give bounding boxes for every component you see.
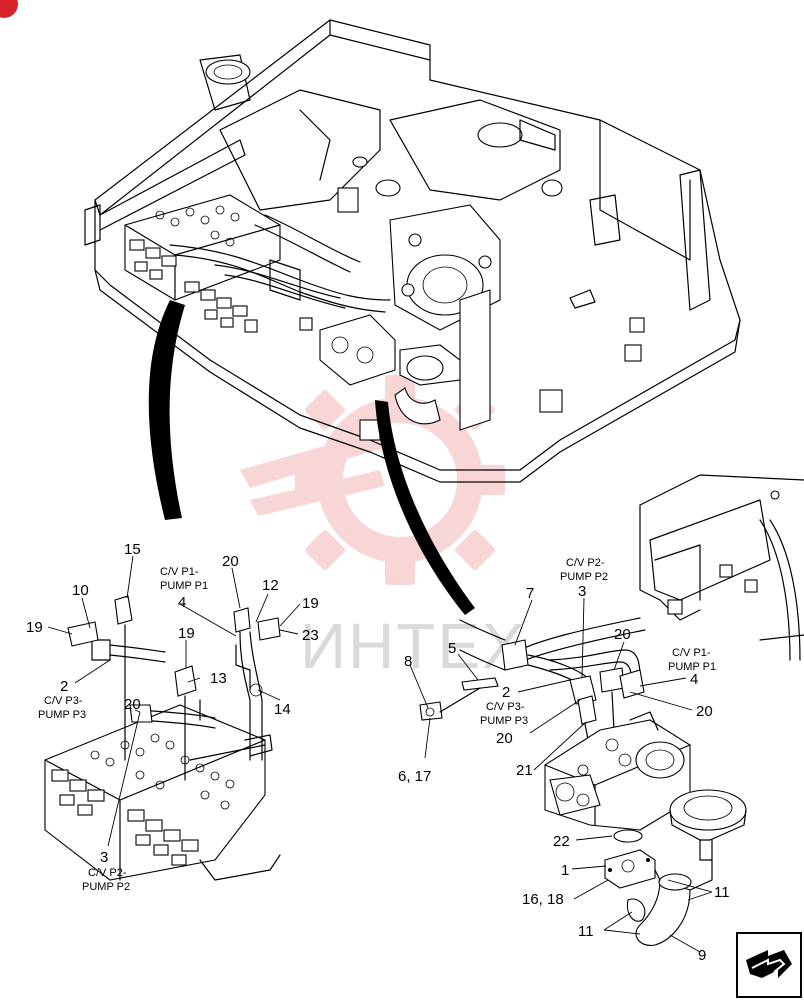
callout-20-right-left: 20 [496, 730, 513, 747]
callout-19-right: 19 [302, 595, 319, 612]
note-cvp3-left-line1: C/V P3- [44, 695, 83, 707]
note-cvp1-right-line1: C/V P1- [672, 647, 711, 659]
callout-14: 14 [274, 701, 291, 718]
note-cvp1-left-line1: C/V P1- [160, 566, 199, 578]
right-pump-detail [419, 474, 804, 946]
callout-23: 23 [302, 627, 319, 644]
callout-2-right: 2 [502, 684, 510, 701]
callout-3-right: 3 [578, 583, 586, 600]
note-cvp3-right-line1: C/V P3- [486, 701, 525, 713]
callout-20-left: 20 [124, 696, 141, 713]
note-cvp1-right-line2: PUMP P1 [668, 661, 716, 673]
right-sweep-arrow [375, 400, 475, 615]
note-cvp3-left-line2: PUMP P3 [38, 709, 86, 721]
callout-20-top: 20 [222, 553, 239, 570]
callout-1: 1 [561, 862, 569, 879]
note-cvp3-right-line2: PUMP P3 [480, 715, 528, 727]
callout-20-right-top: 20 [614, 626, 631, 643]
callout-3-left: 3 [100, 849, 108, 866]
callout-20-right-bottom: 20 [696, 703, 713, 720]
callout-21: 21 [516, 762, 533, 779]
callout-12: 12 [262, 577, 279, 594]
callout-6-17: 6, 17 [398, 768, 431, 785]
left-control-valve-detail [44, 595, 281, 881]
upper-frame-assembly [84, 19, 741, 483]
callout-10: 10 [72, 582, 89, 599]
callout-19-left: 19 [26, 619, 43, 636]
callout-19-mid: 19 [178, 625, 195, 642]
callout-8: 8 [404, 653, 412, 670]
next-page-arrow-icon [746, 950, 792, 978]
callout-labels: 15 10 19 2 20 19 13 4 20 12 19 23 14 3 8… [26, 541, 730, 964]
callout-4-right: 4 [690, 671, 698, 688]
callout-13: 13 [210, 670, 227, 687]
port-notes: C/V P1- PUMP P1 C/V P3- PUMP P3 C/V P2- … [38, 557, 716, 893]
callout-11-right: 11 [714, 884, 730, 901]
note-cvp1-left-line2: PUMP P1 [160, 580, 208, 592]
callout-11-left: 11 [578, 923, 594, 940]
note-cvp2-left-line2: PUMP P2 [82, 881, 130, 893]
callout-9: 9 [698, 947, 706, 964]
callout-22: 22 [553, 833, 570, 850]
note-cvp2-right-line2: PUMP P2 [560, 571, 608, 583]
callout-7: 7 [526, 585, 534, 602]
callout-16-18: 16, 18 [522, 891, 564, 908]
left-sweep-arrow [148, 300, 185, 520]
callout-5: 5 [448, 640, 456, 657]
next-page-button[interactable] [736, 932, 802, 998]
callout-4-left: 4 [178, 594, 186, 611]
pump-on-frame [319, 204, 501, 441]
note-cvp2-right-line1: C/V P2- [566, 557, 605, 569]
control-valve-on-frame [124, 194, 313, 333]
leader-lines [47, 555, 713, 953]
watermark-text: ИНТЕХ [300, 610, 527, 682]
note-cvp2-left-line1: C/V P2- [88, 867, 127, 879]
callout-15: 15 [124, 541, 141, 558]
callout-2-left: 2 [60, 678, 68, 695]
hoses-on-frame [169, 214, 391, 313]
corner-badge-icon [0, 0, 18, 18]
